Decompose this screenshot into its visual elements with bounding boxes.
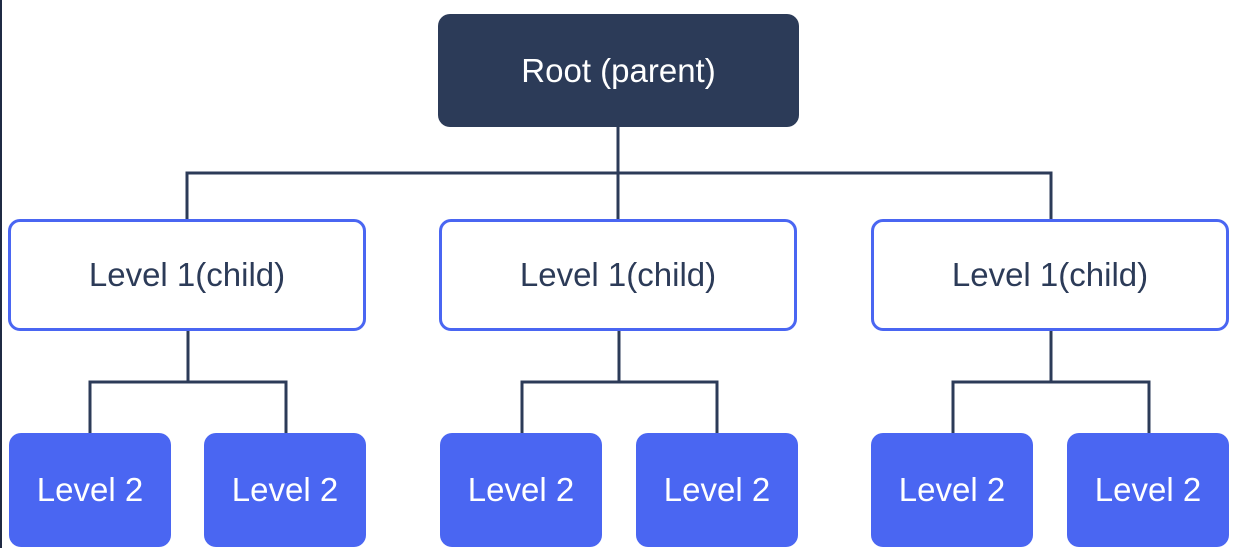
level2-node: Level 2 xyxy=(204,433,366,547)
level2-node-label: Level 2 xyxy=(467,471,575,508)
level2-node: Level 2 xyxy=(636,433,798,547)
level2-node-label: Level 2 xyxy=(231,471,339,508)
level1-node-right: Level 1(child) xyxy=(871,219,1229,331)
left-edge-border xyxy=(0,0,2,548)
level2-node: Level 2 xyxy=(871,433,1033,547)
level2-node: Level 2 xyxy=(9,433,171,547)
level1-node-middle: Level 1(child) xyxy=(439,219,797,331)
level2-node-label: Level 2 xyxy=(1094,471,1202,508)
level2-node-label: Level 2 xyxy=(898,471,1006,508)
level1-node-label: Level 1(child) xyxy=(951,256,1149,293)
level1-node-label: Level 1(child) xyxy=(88,256,286,293)
root-node-label: Root (parent) xyxy=(521,51,716,89)
level1-node-left: Level 1(child) xyxy=(8,219,366,331)
level1-node-label: Level 1(child) xyxy=(519,256,717,293)
level2-node: Level 2 xyxy=(1067,433,1229,547)
root-node: Root (parent) xyxy=(438,14,799,127)
level2-node-label: Level 2 xyxy=(663,471,771,508)
level2-node-label: Level 2 xyxy=(36,471,144,508)
level2-node: Level 2 xyxy=(440,433,602,547)
